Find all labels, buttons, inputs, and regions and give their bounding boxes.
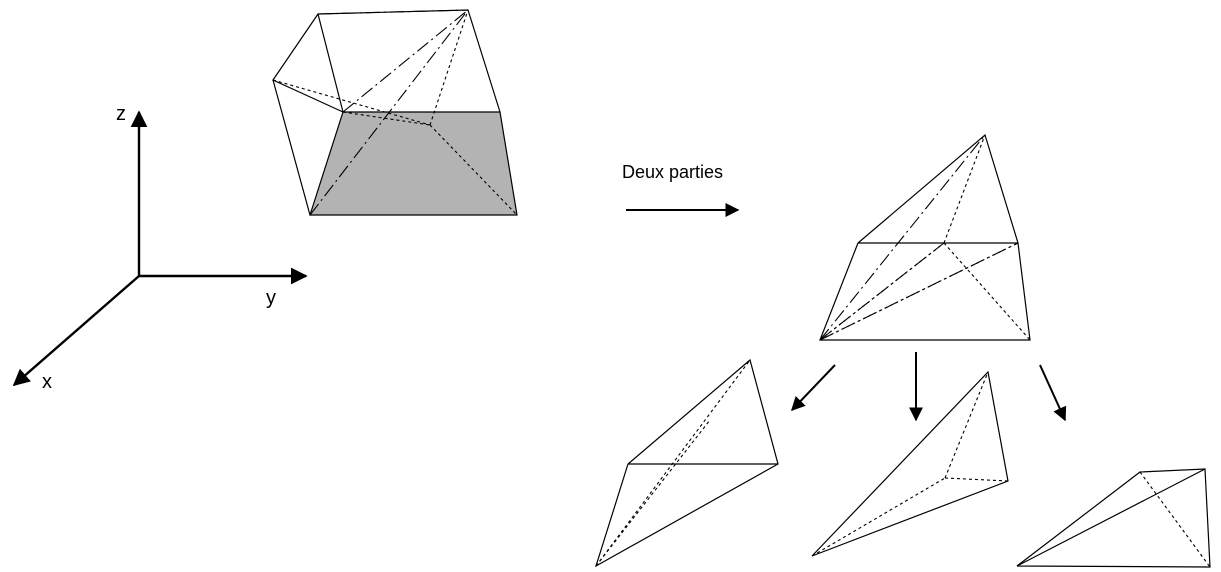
- decomposition-arrows: [791, 352, 1067, 422]
- tetrahedron-hidden-edge: [595, 359, 751, 567]
- tetrahedron-hidden-edge: [595, 419, 711, 567]
- prism: [819, 133, 1031, 341]
- cube-diagonal: [317, 9, 469, 15]
- tetrahedron-edges: [1016, 468, 1211, 568]
- arrow-right: [1039, 364, 1067, 422]
- tetrahedron-hidden-edge: [944, 477, 1009, 482]
- tetrahedron-edges: [594, 358, 779, 568]
- split-arrow: Deux parties: [622, 162, 740, 217]
- prism-diagonal: [819, 242, 1019, 341]
- shaded-face: [309, 111, 518, 216]
- tetrahedron-hidden-edge: [1139, 471, 1211, 568]
- cube-edges: [272, 9, 501, 113]
- cube-hidden-edge: [429, 9, 469, 126]
- cube-edge: [317, 13, 344, 113]
- cube-hidden-edge: [429, 124, 518, 216]
- tetrahedron-hidden-edge: [811, 477, 946, 557]
- cube-diagonal: [309, 9, 469, 216]
- prism-hidden-edge: [943, 242, 1031, 341]
- y-axis-label: y: [266, 287, 276, 309]
- tetrahedron-3: [1016, 468, 1211, 568]
- prism-hidden-edge: [943, 134, 986, 244]
- coordinate-axes: z y x: [12, 103, 308, 393]
- z-axis-label: z: [116, 103, 126, 125]
- prism-diagonal: [819, 134, 986, 341]
- x-axis-label: x: [42, 371, 52, 393]
- x-axis: [12, 275, 140, 387]
- cube-diagonal: [342, 9, 469, 113]
- arrow-left: [791, 364, 836, 412]
- cube: [272, 9, 518, 216]
- tetrahedron-edge: [1016, 468, 1206, 567]
- split-arrow-label: Deux parties: [622, 162, 723, 182]
- tetrahedron-1: [594, 358, 779, 568]
- prism-diagonal: [819, 242, 945, 341]
- prism-edges: [819, 133, 1031, 341]
- tetrahedron-2: [811, 370, 1009, 557]
- cube-edge: [272, 79, 311, 216]
- tetrahedron-hidden-edge: [944, 371, 989, 479]
- tetrahedron-edges: [811, 370, 1009, 557]
- cube-hidden-edge: [342, 111, 431, 126]
